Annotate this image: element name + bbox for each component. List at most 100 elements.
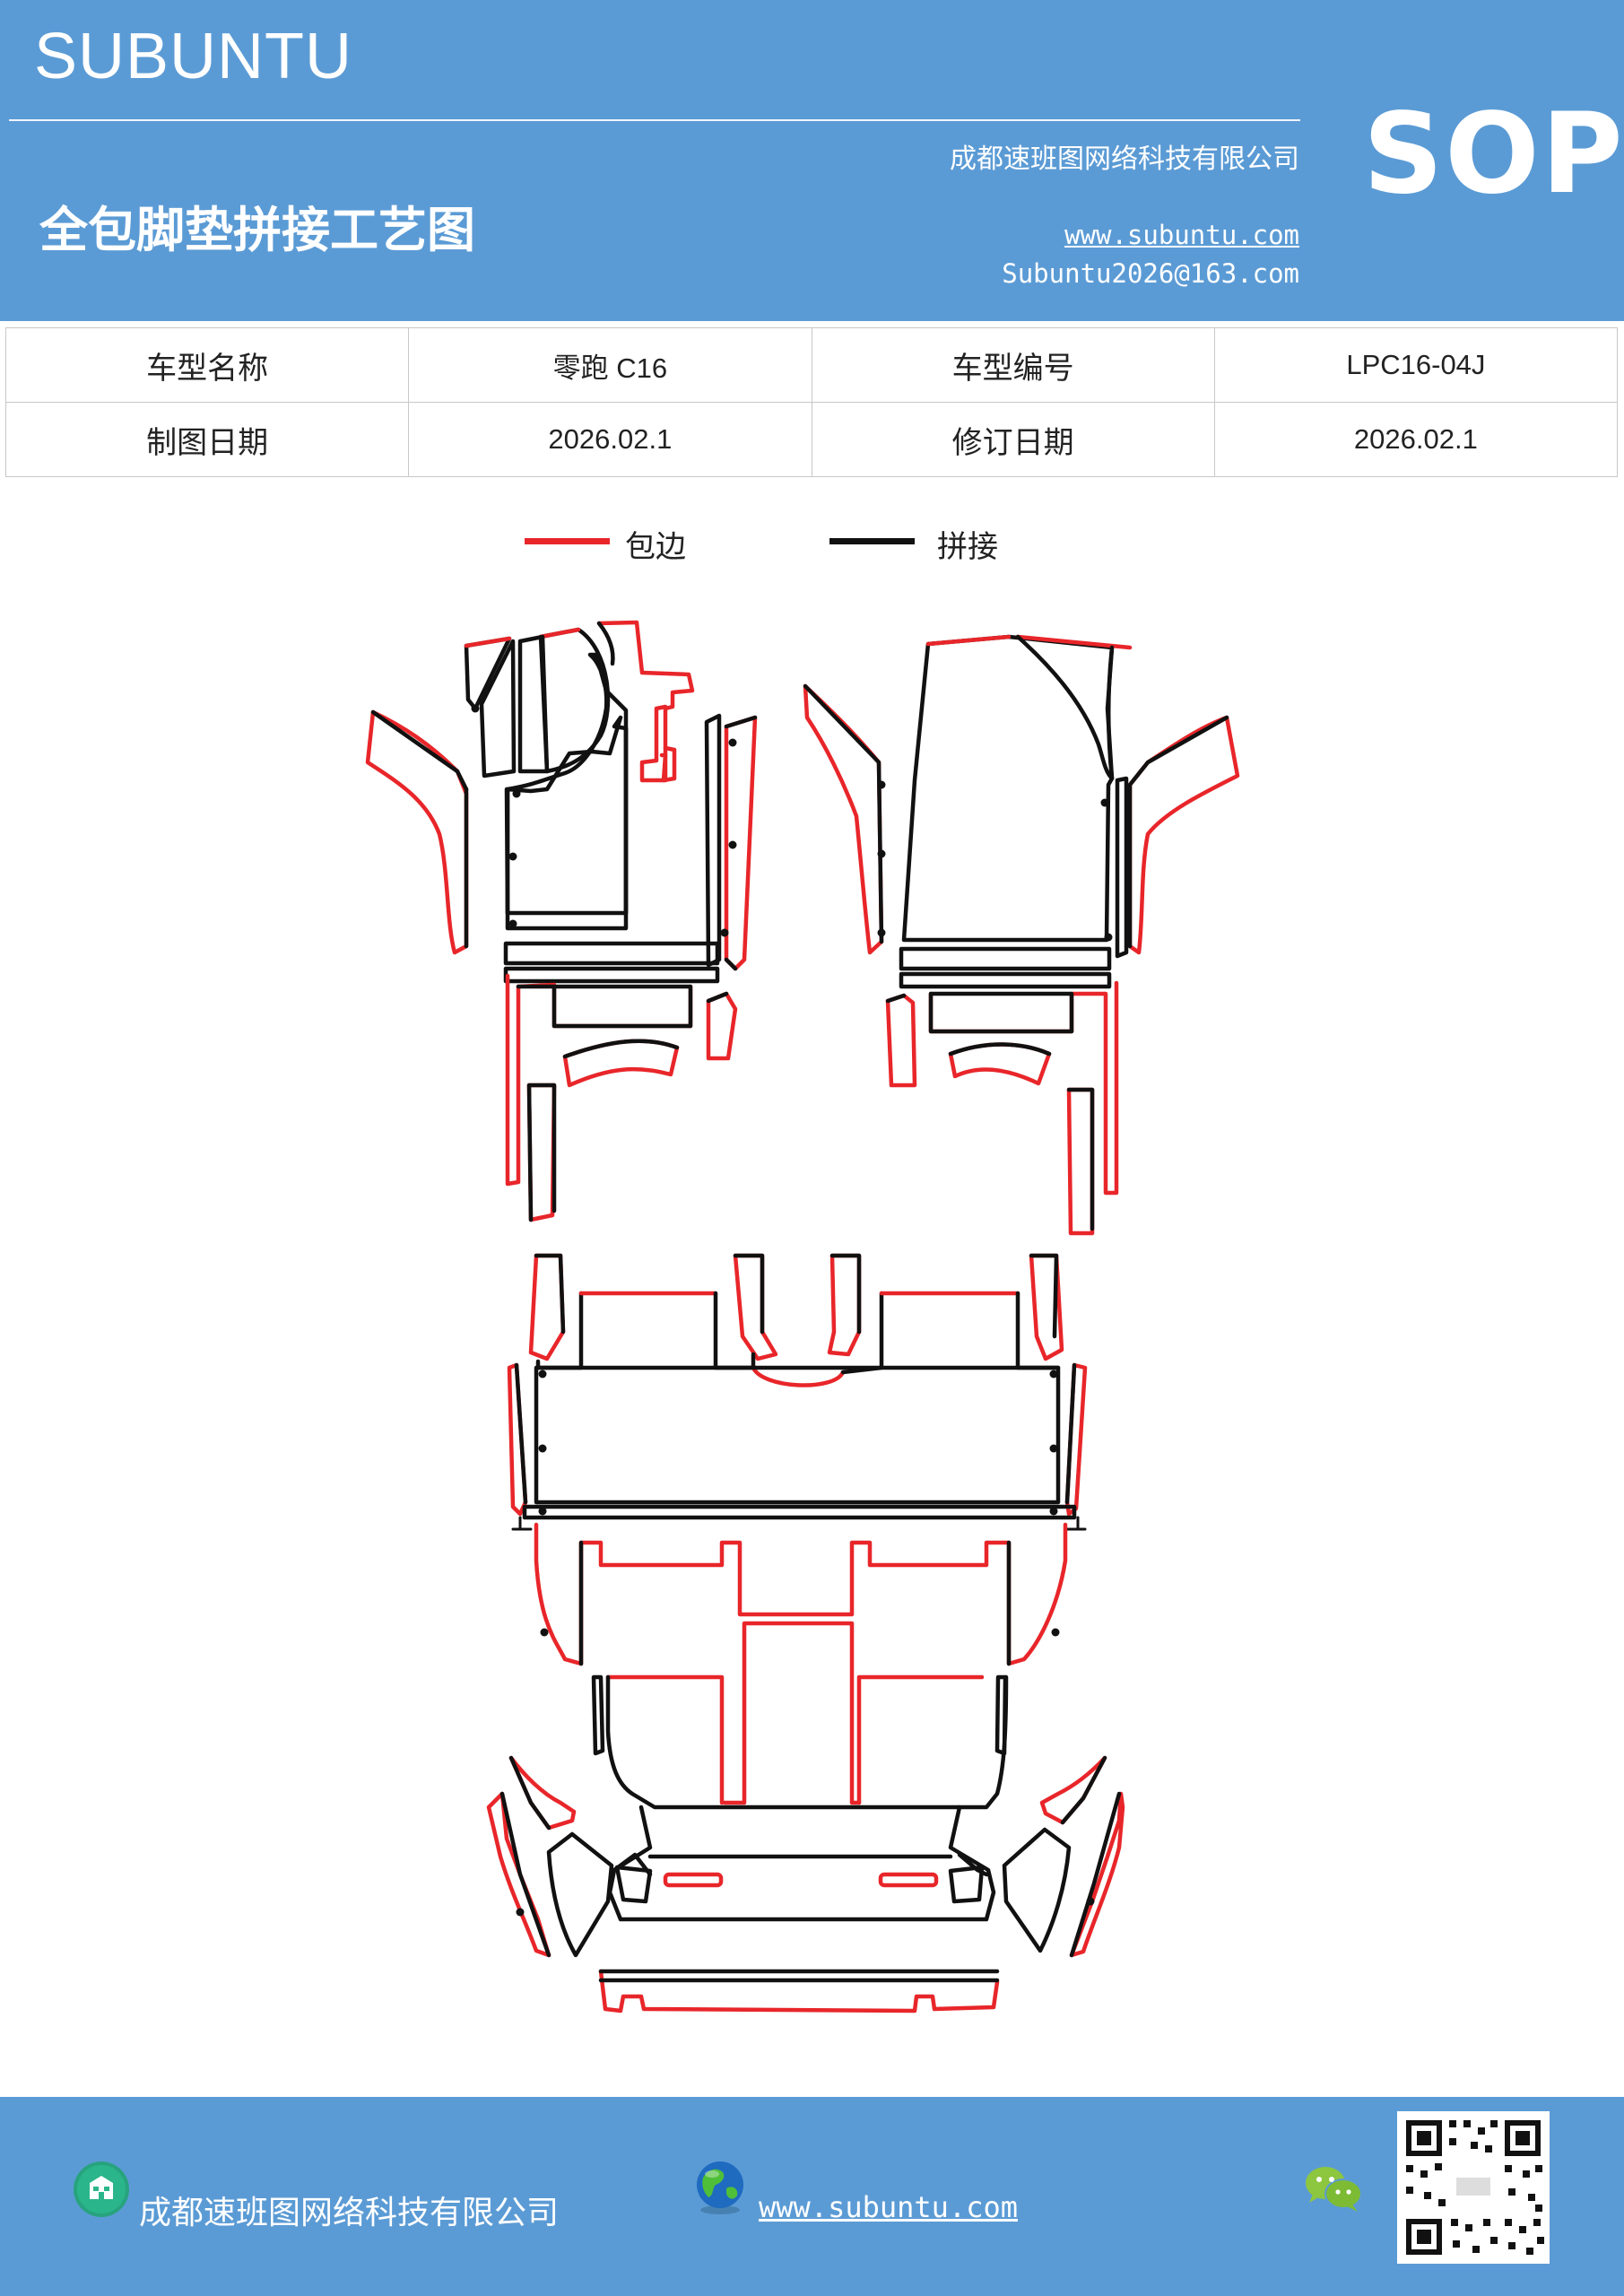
- mat-piece-black: [505, 652, 629, 931]
- front-right-mat-group: [803, 634, 1240, 1236]
- legend-item-edging: 包边: [525, 517, 740, 567]
- mat-piece-red: [562, 1039, 680, 1088]
- mat-piece-black: [538, 627, 611, 774]
- mat-piece-black: [546, 1831, 614, 1958]
- mat-piece-black: [508, 1755, 551, 1831]
- fastener-dot: [877, 849, 886, 858]
- mat-piece-black: [479, 639, 517, 778]
- mat-piece-black: [499, 1791, 551, 1958]
- fastener-dot: [538, 1370, 547, 1378]
- rear-mat-group: [486, 1674, 1125, 2013]
- mat-piece-black: [464, 636, 512, 711]
- legend-item-seam: 拼接: [829, 517, 1045, 567]
- mat-piece-black: [724, 715, 758, 971]
- mat-piece-black: [713, 1291, 756, 1370]
- mat-piece-black: [562, 1039, 680, 1059]
- mat-piece-black: [1127, 715, 1229, 949]
- second-row-mat-group: [507, 1253, 1088, 1531]
- footer-website-link[interactable]: www.subuntu.com: [759, 2190, 1018, 2224]
- mat-piece-black: [1115, 776, 1129, 959]
- globe-icon: [697, 2161, 743, 2214]
- table-row: 车型名称 零跑 C16 车型编号 LPC16-04J: [4, 327, 1619, 403]
- bracket-mark-left: [511, 1516, 533, 1531]
- fastener-dot: [508, 852, 517, 861]
- mat-piece-black: [885, 993, 907, 1004]
- header-company: 成都速班图网络科技有限公司: [950, 144, 1299, 175]
- footer-band: 成都速班图网络科技有限公司 www.subuntu.com: [0, 2097, 1624, 2296]
- legend-swatch-black: [829, 538, 915, 544]
- mat-piece-red: [1066, 1087, 1095, 1236]
- mat-piece-black: [1029, 1253, 1059, 1339]
- fastener-dot: [1049, 1444, 1058, 1453]
- mat-piece-red: [751, 1365, 846, 1387]
- mat-piece-black: [901, 634, 1115, 943]
- mat-piece-red: [706, 991, 738, 1061]
- fastener-dot: [720, 928, 729, 937]
- mat-piece-black: [522, 1504, 1077, 1520]
- header-email[interactable]: Subuntu2026@163.com: [1002, 258, 1299, 289]
- middle-floor-mat-group: [534, 1522, 1068, 1805]
- header-divider: [9, 119, 1300, 121]
- table-cell-label: 车型编号: [811, 327, 1215, 403]
- fastener-dot: [1100, 798, 1109, 807]
- table-cell-value: LPC16-04J: [1213, 327, 1619, 403]
- page-title: 全包脚垫拼接工艺图: [39, 201, 475, 258]
- fastener-dot: [1104, 933, 1113, 942]
- mat-piece-black: [534, 1365, 1061, 1505]
- mat-piece-black: [503, 966, 720, 984]
- legend-swatch-red: [525, 538, 610, 544]
- mat-piece-black: [1060, 1755, 1107, 1825]
- legend-label: 包边: [625, 529, 686, 565]
- legend-label: 拼接: [937, 529, 998, 565]
- mat-piece-black: [534, 1253, 566, 1335]
- fastener-dot: [728, 738, 737, 747]
- mat-piece-black: [829, 1253, 862, 1335]
- mat-piece-black: [899, 971, 1112, 989]
- mat-piece-red: [605, 1674, 725, 1805]
- mat-piece-red: [827, 1253, 862, 1357]
- fastener-dot: [538, 1444, 547, 1453]
- floor-mat-drawing: [365, 620, 1240, 2013]
- mat-piece-red: [733, 1253, 778, 1361]
- mat-piece-black: [948, 1042, 1052, 1057]
- header-band: SUBUNTU 成都速班图网络科技有限公司 全包脚垫拼接工艺图 www.subu…: [0, 0, 1624, 321]
- mat-piece-red: [722, 1621, 862, 1805]
- mat-piece-black: [1069, 1791, 1122, 1958]
- table-cell-value: 2026.02.1: [408, 402, 812, 477]
- mat-piece-black: [1107, 645, 1115, 781]
- mat-piece-red: [528, 1253, 566, 1361]
- header-website-link[interactable]: www.subuntu.com: [1064, 220, 1299, 250]
- mat-piece-black: [607, 1805, 996, 1922]
- table-cell-label: 车型名称: [4, 327, 410, 403]
- mat-piece-red: [885, 993, 917, 1088]
- vehicle-info-table: 车型名称 零跑 C16 车型编号 LPC16-04J 制图日期 2026.02.…: [4, 327, 1619, 477]
- mat-piece-black: [503, 941, 720, 966]
- fastener-dot: [540, 1628, 549, 1637]
- mat-piece-black: [928, 991, 1074, 1034]
- fastener-dot: [1051, 1628, 1060, 1637]
- mat-piece-black: [899, 946, 1112, 971]
- mat-piece-red: [856, 1674, 985, 1805]
- table-cell-value: 2026.02.1: [1213, 402, 1619, 477]
- mat-piece-black: [596, 621, 615, 666]
- fastener-dot: [877, 780, 886, 789]
- fastener-dot: [508, 919, 517, 928]
- table-row: 制图日期 2026.02.1 修订日期 2026.02.1: [4, 402, 1619, 477]
- wechat-icon[interactable]: [1302, 2161, 1365, 2213]
- mat-piece-red: [878, 1872, 939, 1888]
- mat-piece-red: [365, 709, 469, 955]
- mat-piece-black: [578, 1540, 1012, 1666]
- mat-piece-red: [1127, 715, 1240, 955]
- mat-piece-black: [948, 1865, 985, 1904]
- mat-piece-black: [526, 1083, 557, 1222]
- mat-piece-red: [639, 704, 668, 783]
- fastener-dot: [728, 840, 737, 849]
- fastener-dot: [1049, 1507, 1058, 1516]
- mat-piece-black: [516, 984, 693, 1029]
- mat-piece-black: [840, 1291, 884, 1375]
- fastener-dot: [538, 1507, 547, 1516]
- mat-piece-black: [370, 709, 469, 792]
- table-cell-value: 零跑 C16: [408, 327, 812, 403]
- mat-piece-black: [504, 715, 629, 916]
- fastener-dot: [1086, 1897, 1095, 1906]
